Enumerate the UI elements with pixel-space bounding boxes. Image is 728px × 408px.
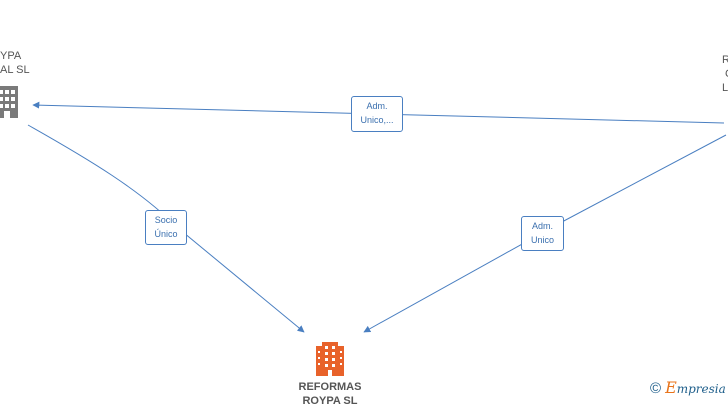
edge-label-top-line1: Adm. bbox=[366, 101, 388, 111]
node-center-label[interactable]: REFORMAS ROYPA SL bbox=[282, 380, 378, 408]
node-right-line2: C bbox=[719, 67, 728, 81]
node-center-line1: REFORMAS bbox=[298, 381, 362, 393]
edge-label-top-line2: Unico,... bbox=[360, 115, 394, 125]
building-icon bbox=[0, 86, 18, 118]
edge-label-left-line2: Único bbox=[154, 229, 178, 239]
edge-label-left-line1: Socio bbox=[154, 215, 178, 225]
node-center-line2: ROYPA SL bbox=[302, 395, 358, 407]
copyright-icon: © bbox=[650, 380, 662, 397]
edge-label-right[interactable]: Adm. Unico bbox=[521, 216, 564, 251]
node-right-label[interactable]: R C L bbox=[719, 53, 728, 95]
building-icon bbox=[316, 342, 344, 376]
edge-label-right-line1: Adm. bbox=[531, 221, 553, 231]
node-left-label[interactable]: YPA AL SL bbox=[0, 49, 30, 77]
edge-label-left[interactable]: Socio Único bbox=[145, 210, 187, 245]
node-left-line1: YPA bbox=[0, 50, 22, 62]
node-right-line1: R bbox=[722, 54, 728, 66]
node-right-line3: L bbox=[722, 82, 728, 94]
brand-initial: E bbox=[665, 378, 677, 397]
edge-label-right-line2: Unico bbox=[530, 235, 554, 245]
empresia-watermark: ©Empresia bbox=[650, 378, 726, 397]
brand-name: mpresia bbox=[676, 382, 726, 396]
edge-label-top[interactable]: Adm. Unico,... bbox=[351, 96, 403, 132]
node-left-line2: AL SL bbox=[0, 64, 30, 76]
